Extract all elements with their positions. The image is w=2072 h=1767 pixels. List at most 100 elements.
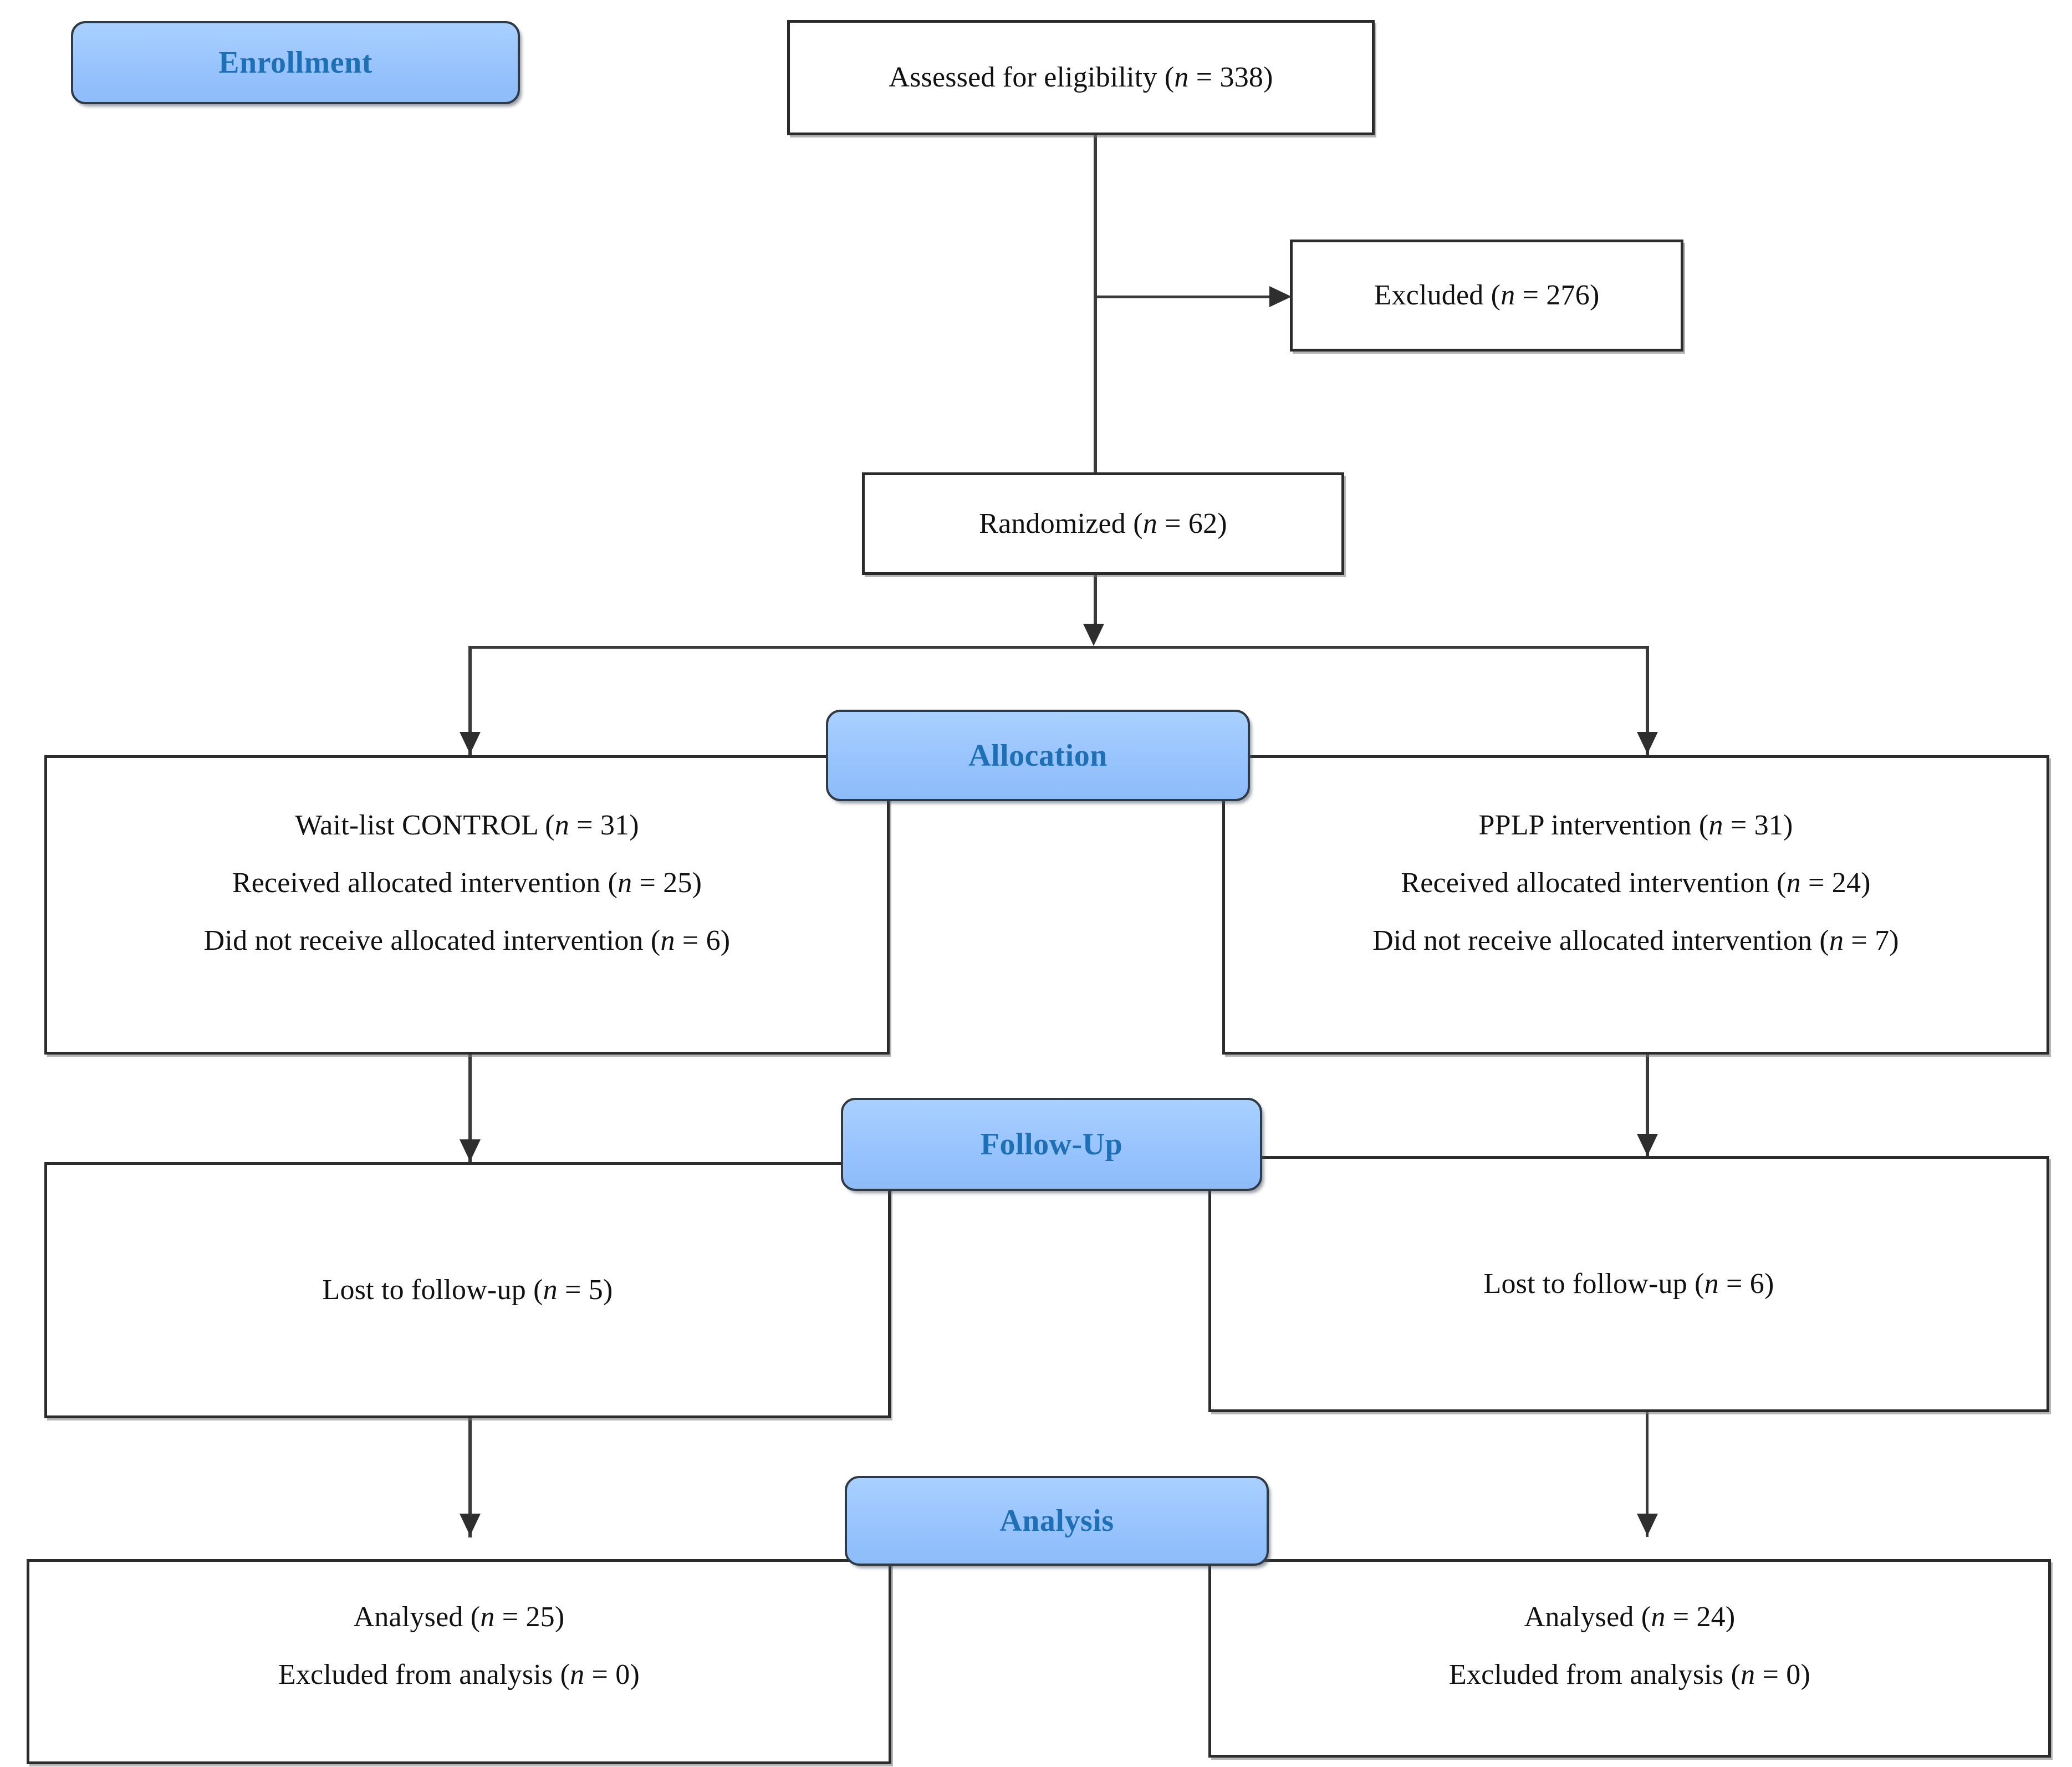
analysis-int-l2-suffix: ) (1800, 1658, 1810, 1690)
alloc-int-l1-value: 31 (1754, 809, 1783, 841)
excluded-eq: = (1515, 279, 1547, 312)
allocation-control-line-2: Received allocated intervention (n = 25) (232, 867, 702, 900)
analysis-int-l2-eq: = (1755, 1658, 1787, 1690)
stage-badge-followup-label: Follow-Up (980, 1127, 1123, 1162)
stage-badge-allocation: Allocation (826, 710, 1250, 801)
excluded-suffix: ) (1589, 279, 1600, 312)
node-excluded-text: Excluded (n = 276) (1374, 279, 1600, 312)
node-followup-intervention: Lost to follow-up (n = 6) (1208, 1156, 2049, 1412)
analysis-control-l1-eq: = (494, 1601, 526, 1633)
alloc-int-l1-eq: = (1723, 809, 1754, 841)
randomized-n-symbol: n (1142, 507, 1157, 539)
analysis-int-l2-n: n (1741, 1658, 1755, 1690)
connector-alloc-control-to-followup (468, 1055, 472, 1163)
assessed-suffix: ) (1263, 62, 1273, 94)
connector-split-right-drop (1646, 646, 1649, 757)
analysis-control-l2-value: 0 (615, 1658, 630, 1690)
alloc-int-l1-suffix: ) (1783, 809, 1793, 841)
assessed-eq: = (1188, 62, 1220, 94)
node-analysis-intervention: Analysed (n = 24) Excluded from analysis… (1208, 1559, 2051, 1758)
analysis-control-l2-suffix: ) (630, 1658, 640, 1690)
followup-control-value: 5 (588, 1274, 603, 1306)
analysis-int-l1-eq: = (1665, 1601, 1697, 1633)
allocation-intervention-line-2: Received allocated intervention (n = 24) (1401, 867, 1870, 900)
connector-randomized-down (1094, 575, 1097, 630)
allocation-control-line-1: Wait-list CONTROL (n = 31) (295, 809, 639, 842)
excluded-n-symbol: n (1501, 279, 1515, 312)
analysis-intervention-line-2: Excluded from analysis (n = 0) (1449, 1658, 1810, 1692)
followup-control-suffix: ) (603, 1274, 613, 1306)
randomized-suffix: ) (1217, 507, 1227, 539)
node-assessed-text: Assessed for eligibility (n = 338) (889, 61, 1273, 94)
arrow-followup-intervention (1637, 1134, 1658, 1156)
analysis-int-l1-n: n (1651, 1601, 1666, 1633)
node-followup-control: Lost to follow-up (n = 5) (44, 1162, 891, 1418)
alloc-int-l2-n: n (1786, 867, 1801, 899)
analysis-int-l2-value: 0 (1786, 1658, 1801, 1690)
alloc-int-l2-eq: = (1800, 867, 1832, 899)
stage-badge-analysis: Analysis (845, 1476, 1269, 1566)
followup-int-n: n (1704, 1268, 1719, 1300)
alloc-control-l2-prefix: Received allocated intervention ( (232, 867, 618, 899)
connector-split-bus (468, 646, 1649, 649)
alloc-int-l2-value: 24 (1831, 867, 1861, 899)
arrow-to-allocation-intervention (1637, 732, 1658, 754)
followup-control-prefix: Lost to follow-up ( (322, 1274, 543, 1306)
alloc-int-l3-eq: = (1844, 924, 1875, 956)
analysis-control-l2-prefix: Excluded from analysis ( (278, 1658, 570, 1690)
alloc-int-l1-prefix: PPLP intervention ( (1478, 809, 1709, 841)
randomized-eq: = (1157, 507, 1188, 539)
followup-int-prefix: Lost to follow-up ( (1483, 1268, 1704, 1300)
alloc-int-l2-suffix: ) (1861, 867, 1871, 899)
alloc-control-l3-n: n (660, 924, 675, 956)
connector-assessed-to-excluded (1094, 296, 1277, 298)
alloc-control-l3-value: 6 (706, 924, 721, 956)
analysis-int-l1-suffix: ) (1725, 1601, 1736, 1633)
connector-split-left-drop (468, 646, 472, 757)
stage-badge-followup: Follow-Up (841, 1098, 1262, 1191)
followup-int-eq: = (1718, 1268, 1750, 1300)
analysis-control-l1-suffix: ) (554, 1601, 565, 1633)
connector-followup-control-to-analysis (468, 1418, 472, 1537)
connector-assessed-to-randomized (1094, 135, 1097, 473)
assessed-n-symbol: n (1174, 62, 1189, 94)
analysis-control-line-1: Analysed (n = 25) (354, 1601, 565, 1634)
alloc-control-l1-value: 31 (600, 809, 630, 841)
stage-badge-analysis-label: Analysis (999, 1504, 1114, 1538)
allocation-control-line-3: Did not receive allocated intervention (… (204, 924, 731, 958)
analysis-control-l2-n: n (570, 1658, 585, 1690)
followup-control-n: n (543, 1274, 558, 1306)
analysis-int-l1-value: 24 (1696, 1601, 1726, 1633)
alloc-int-l1-n: n (1708, 809, 1723, 841)
alloc-control-l3-eq: = (675, 924, 706, 956)
analysis-control-l1-prefix: Analysed ( (353, 1601, 481, 1633)
analysis-control-l1-value: 25 (525, 1601, 555, 1633)
node-randomized: Randomized (n = 62) (862, 472, 1344, 575)
analysis-control-l2-eq: = (584, 1658, 616, 1690)
assessed-value: 338 (1219, 62, 1264, 94)
arrow-analysis-control (460, 1514, 481, 1536)
alloc-control-l3-prefix: Did not receive allocated intervention ( (203, 924, 661, 956)
allocation-intervention-line-1: PPLP intervention (n = 31) (1478, 809, 1793, 842)
followup-control-eq: = (557, 1274, 589, 1306)
alloc-int-l2-prefix: Received allocated intervention ( (1401, 867, 1787, 899)
alloc-int-l3-n: n (1829, 924, 1844, 956)
stage-badge-allocation-label: Allocation (968, 738, 1108, 773)
connector-alloc-intervention-to-followup (1646, 1055, 1649, 1157)
analysis-intervention-line-1: Analysed (n = 24) (1524, 1601, 1736, 1634)
analysis-control-l1-n: n (480, 1601, 495, 1633)
alloc-control-l1-eq: = (569, 809, 600, 841)
analysis-int-l1-prefix: Analysed ( (1524, 1601, 1651, 1633)
node-randomized-text: Randomized (n = 62) (979, 507, 1227, 541)
alloc-control-l1-suffix: ) (629, 809, 639, 841)
arrow-randomized-split (1083, 624, 1104, 646)
arrow-analysis-intervention (1637, 1514, 1658, 1536)
alloc-control-l2-eq: = (632, 867, 664, 899)
node-allocation-control: Wait-list CONTROL (n = 31) Received allo… (44, 755, 890, 1055)
excluded-value: 276 (1546, 279, 1590, 312)
arrow-followup-control (460, 1139, 481, 1162)
node-allocation-intervention: PPLP intervention (n = 31) Received allo… (1222, 755, 2049, 1055)
analysis-control-line-2: Excluded from analysis (n = 0) (278, 1658, 640, 1692)
alloc-int-l3-suffix: ) (1889, 924, 1899, 956)
